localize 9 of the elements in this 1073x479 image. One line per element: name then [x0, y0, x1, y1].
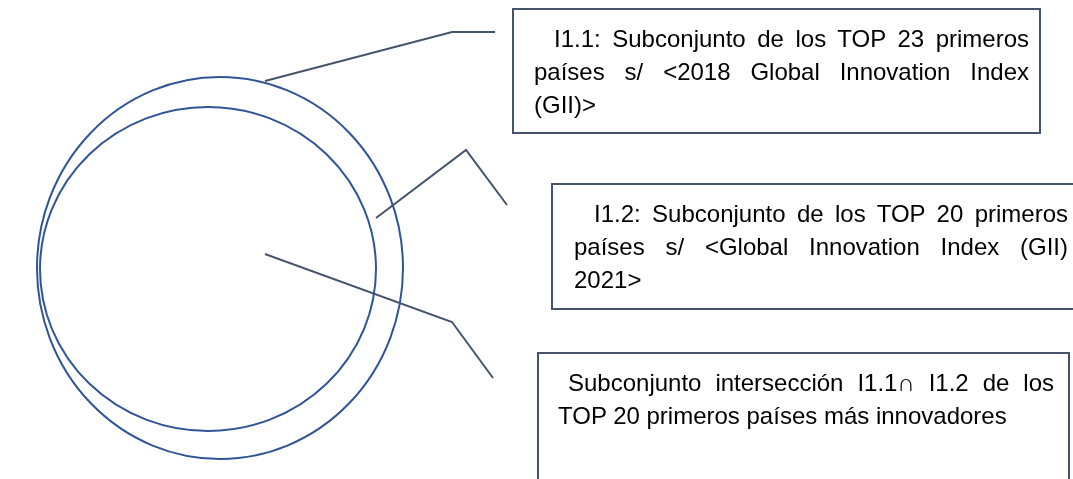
text-box	[537, 352, 1070, 479]
leader-line	[264, 253, 494, 379]
text-box	[512, 8, 1041, 134]
description-text: Subconjunto intersección I1.1∩ I1.2 de los TOP 20 primeros países más innovadores	[558, 368, 1054, 431]
text-box	[551, 183, 1073, 310]
description-text: I1.1: Subconjunto de los TOP 23 primeros países s/ <2018 Global Innovation Index (GII)>	[534, 24, 1029, 120]
description-text: I1.2: Subconjunto de los TOP 20 primeros países s/ <Global Innovation Index (GII) 2021>	[574, 199, 1068, 295]
leader-line	[264, 31, 496, 82]
leader-line	[375, 148, 508, 219]
